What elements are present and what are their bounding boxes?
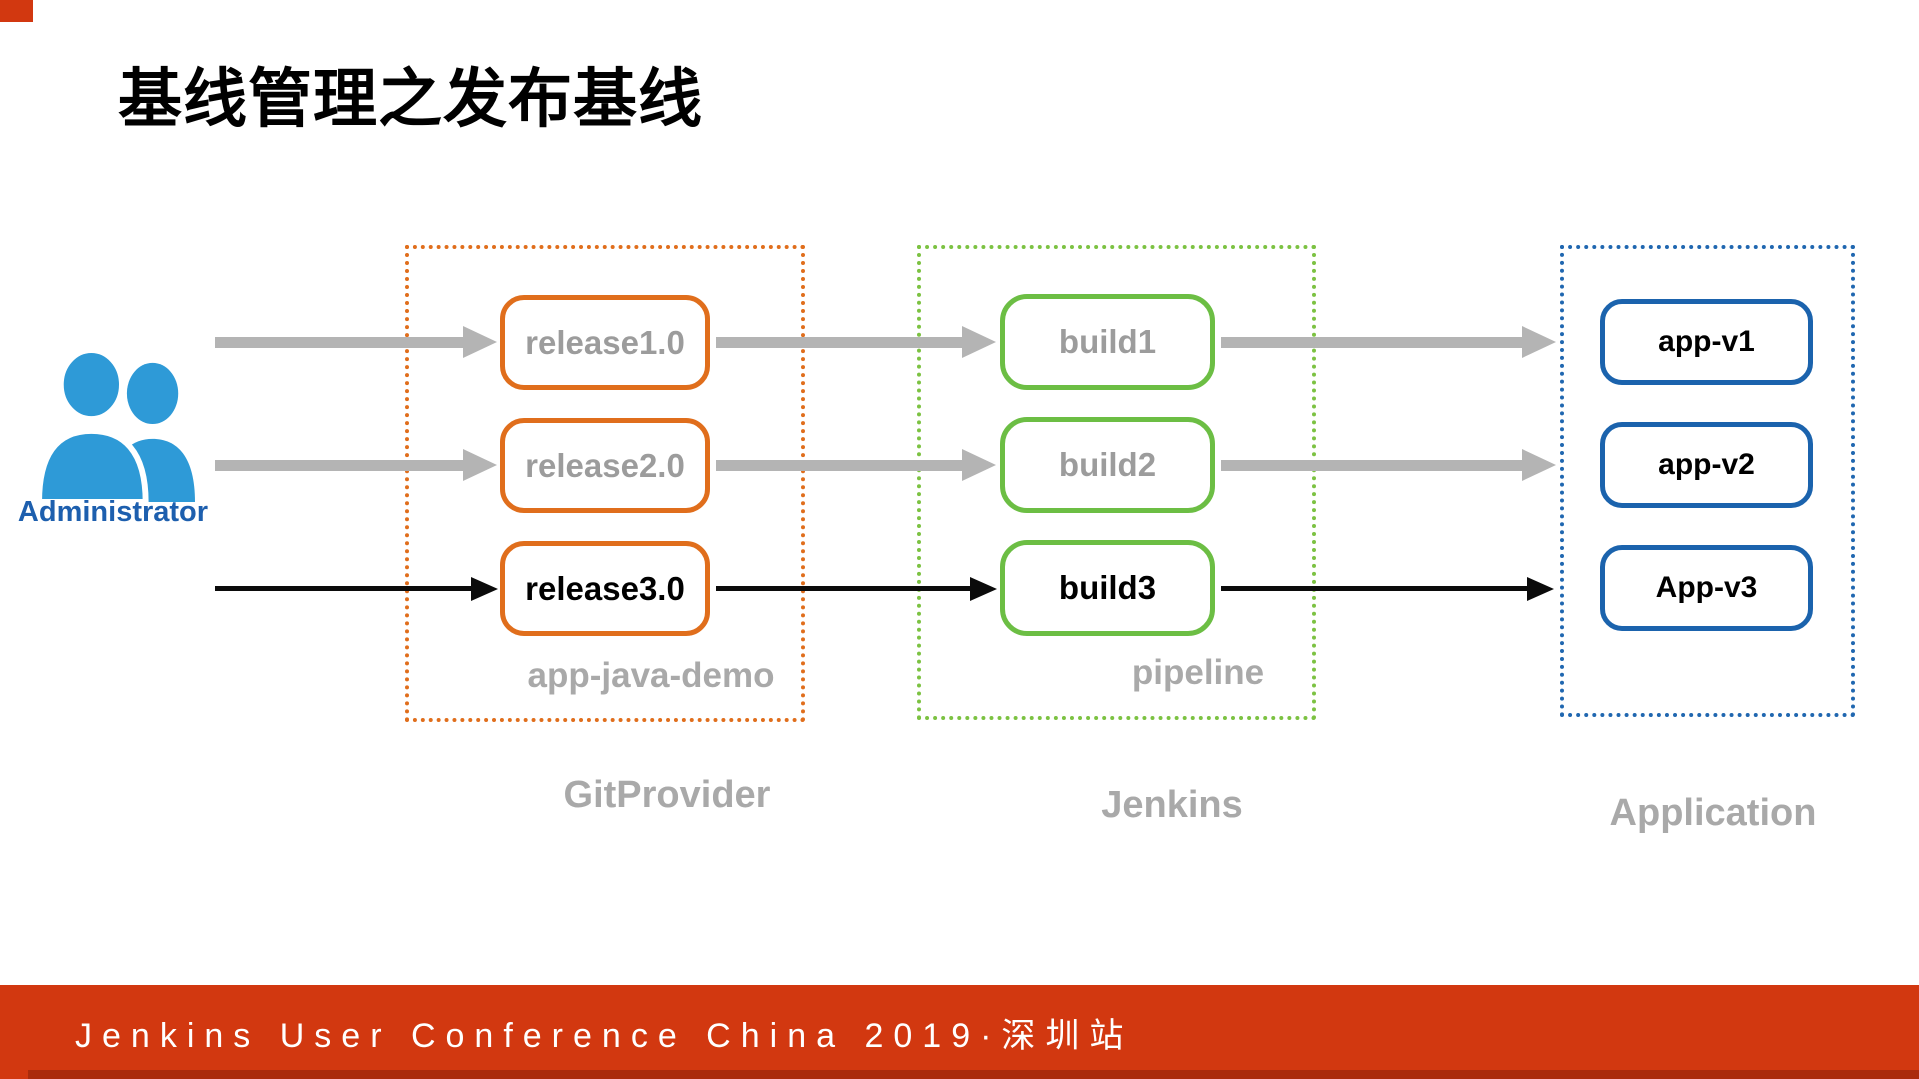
node-build2: build2: [1000, 417, 1215, 513]
footer-conference-text: Jenkins User Conference China 2019·深圳站: [75, 1017, 1134, 1055]
node-build1: build1: [1000, 294, 1215, 390]
group-application: [1560, 245, 1855, 717]
node-app-v2: app-v2: [1600, 422, 1813, 508]
node-release3: release3.0: [500, 541, 710, 636]
slide-title: 基线管理之发布基线: [118, 63, 703, 135]
administrator-label: Administrator: [17, 496, 209, 528]
group-gitprovider: [405, 245, 805, 722]
two-users-icon: [36, 352, 195, 502]
footer-bottom-edge: [28, 1070, 1919, 1079]
node-release2: release2.0: [500, 418, 710, 513]
node-app-v1: app-v1: [1600, 299, 1813, 385]
node-release1: release1.0: [500, 295, 710, 390]
group-inner-label-pipeline: pipeline: [1131, 653, 1265, 692]
node-app-v3: App-v3: [1600, 545, 1813, 631]
footer-bar: [0, 985, 1919, 1079]
group-outer-label-gitprovider: GitProvider: [563, 774, 771, 816]
node-build3: build3: [1000, 540, 1215, 636]
group-outer-label-application: Application: [1609, 792, 1817, 834]
group-outer-label-jenkins: Jenkins: [1101, 784, 1243, 826]
top-left-accent: [0, 0, 33, 22]
group-jenkins: [917, 245, 1316, 720]
group-inner-label-app-java-demo: app-java-demo: [527, 656, 775, 695]
